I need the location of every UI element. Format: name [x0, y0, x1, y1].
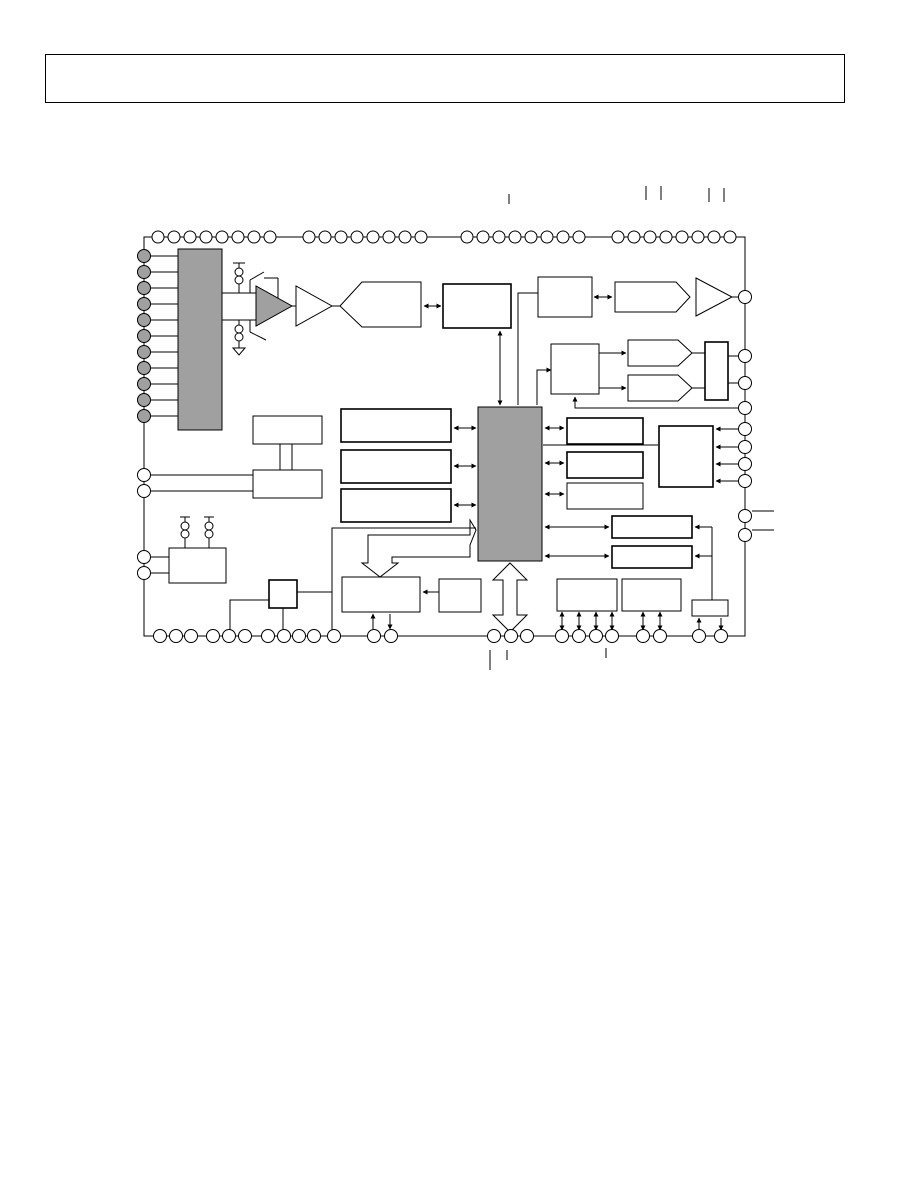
input-buffer — [295, 285, 334, 327]
dac-block — [537, 276, 593, 318]
analog-input-pins — [137, 249, 151, 423]
flash-memory — [340, 408, 452, 443]
gpio-block — [658, 425, 714, 488]
reference-block — [252, 415, 323, 445]
power-supply-monitor — [168, 547, 227, 584]
chip-outline — [143, 236, 746, 637]
dac-buffer — [695, 277, 734, 317]
eeprom-memory — [340, 488, 452, 523]
dac-output — [614, 281, 691, 313]
mux-input-lines — [151, 255, 178, 417]
serial-interface-2 — [611, 545, 693, 569]
right-pins — [738, 290, 752, 542]
serial-interface-1 — [611, 515, 693, 539]
sram-memory — [340, 449, 452, 484]
debug-interface — [341, 576, 421, 613]
burnout-current-top — [233, 262, 279, 300]
timer-block-1 — [556, 578, 618, 612]
main-bus-arrow — [491, 562, 529, 633]
pwm-output-2 — [627, 374, 693, 402]
debug-bus-arrow — [360, 518, 477, 578]
peripheral-block-1 — [566, 417, 644, 445]
sigma-delta-adc — [339, 281, 422, 328]
watchdog-timer — [438, 578, 482, 613]
regulator-block — [268, 579, 298, 609]
burnout-current-bottom — [231, 320, 267, 356]
top-pin-row — [151, 230, 737, 244]
left-pins — [137, 468, 151, 580]
timer-block-2 — [621, 578, 682, 612]
bottom-pin-row — [153, 629, 728, 643]
input-mux — [177, 248, 223, 431]
pwm-driver — [704, 341, 729, 401]
mcu-core — [477, 406, 543, 562]
oscillator-block — [252, 469, 323, 499]
peripheral-block-2 — [566, 451, 644, 479]
header-box — [45, 54, 845, 103]
pwm-output-1 — [627, 339, 693, 367]
power-current-sources — [180, 516, 214, 548]
clock-divider — [691, 599, 729, 617]
pwm-block — [550, 343, 600, 395]
peripheral-block-3 — [566, 482, 644, 510]
digital-filter — [442, 283, 512, 329]
pga-amplifier — [255, 285, 294, 327]
